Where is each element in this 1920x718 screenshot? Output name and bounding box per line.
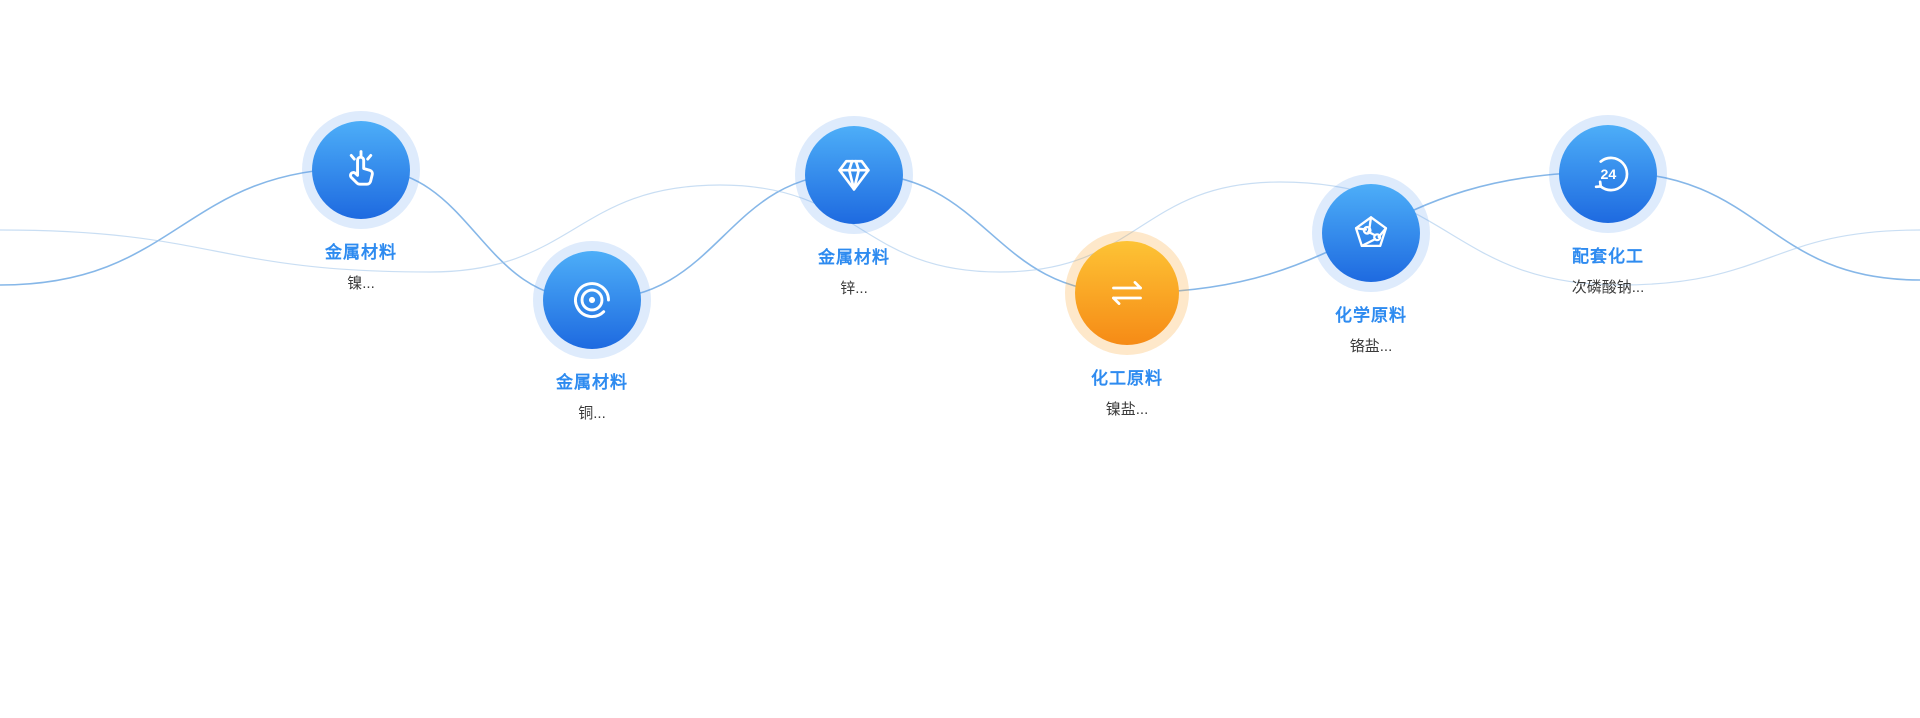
category-label: 金属材料 bbox=[325, 243, 397, 262]
category-subtitle: 镍盐... bbox=[1105, 401, 1149, 418]
exchange-arrows-icon bbox=[1112, 281, 1142, 305]
24-hour-icon-text: 24 bbox=[1601, 167, 1617, 183]
category-circle[interactable] bbox=[1322, 184, 1420, 282]
category-label: 金属材料 bbox=[556, 373, 628, 392]
click-hand-icon bbox=[349, 150, 374, 186]
wave-line-secondary bbox=[0, 181, 1920, 286]
pentagon-molecule-icon bbox=[1354, 216, 1388, 247]
category-subtitle: 镍... bbox=[347, 275, 375, 292]
category-circle[interactable]: 24 bbox=[1559, 125, 1657, 223]
diamond-icon bbox=[838, 159, 870, 191]
category-node-metal-zinc[interactable]: 金属材料 锌... bbox=[759, 126, 949, 298]
category-subtitle: 铬盐... bbox=[1349, 338, 1393, 355]
concentric-rings-icon bbox=[574, 282, 610, 318]
category-label: 金属材料 bbox=[818, 248, 890, 267]
category-node-metal-nickel[interactable]: 金属材料 镍... bbox=[266, 121, 456, 293]
category-circle[interactable] bbox=[312, 121, 410, 219]
category-node-chemical-chromium-salt[interactable]: 化学原料 铬盐... bbox=[1276, 184, 1466, 356]
category-circle[interactable] bbox=[543, 251, 641, 349]
category-circle[interactable] bbox=[805, 126, 903, 224]
category-node-metal-copper[interactable]: 金属材料 铜... bbox=[497, 251, 687, 423]
category-subtitle: 铜... bbox=[578, 405, 606, 422]
category-node-supporting-chemical[interactable]: 24 配套化工 次磷酸钠... bbox=[1513, 125, 1703, 297]
category-node-chemical-nickel-salt[interactable]: 化工原料 镍盐... bbox=[1032, 241, 1222, 419]
category-label: 化学原料 bbox=[1335, 306, 1407, 325]
category-subtitle: 锌... bbox=[840, 280, 868, 297]
category-label: 配套化工 bbox=[1572, 247, 1644, 266]
24-hour-icon: 24 bbox=[1594, 156, 1629, 192]
category-circle[interactable] bbox=[1075, 241, 1179, 345]
category-label: 化工原料 bbox=[1091, 369, 1163, 388]
category-subtitle: 次磷酸钠... bbox=[1571, 279, 1645, 296]
